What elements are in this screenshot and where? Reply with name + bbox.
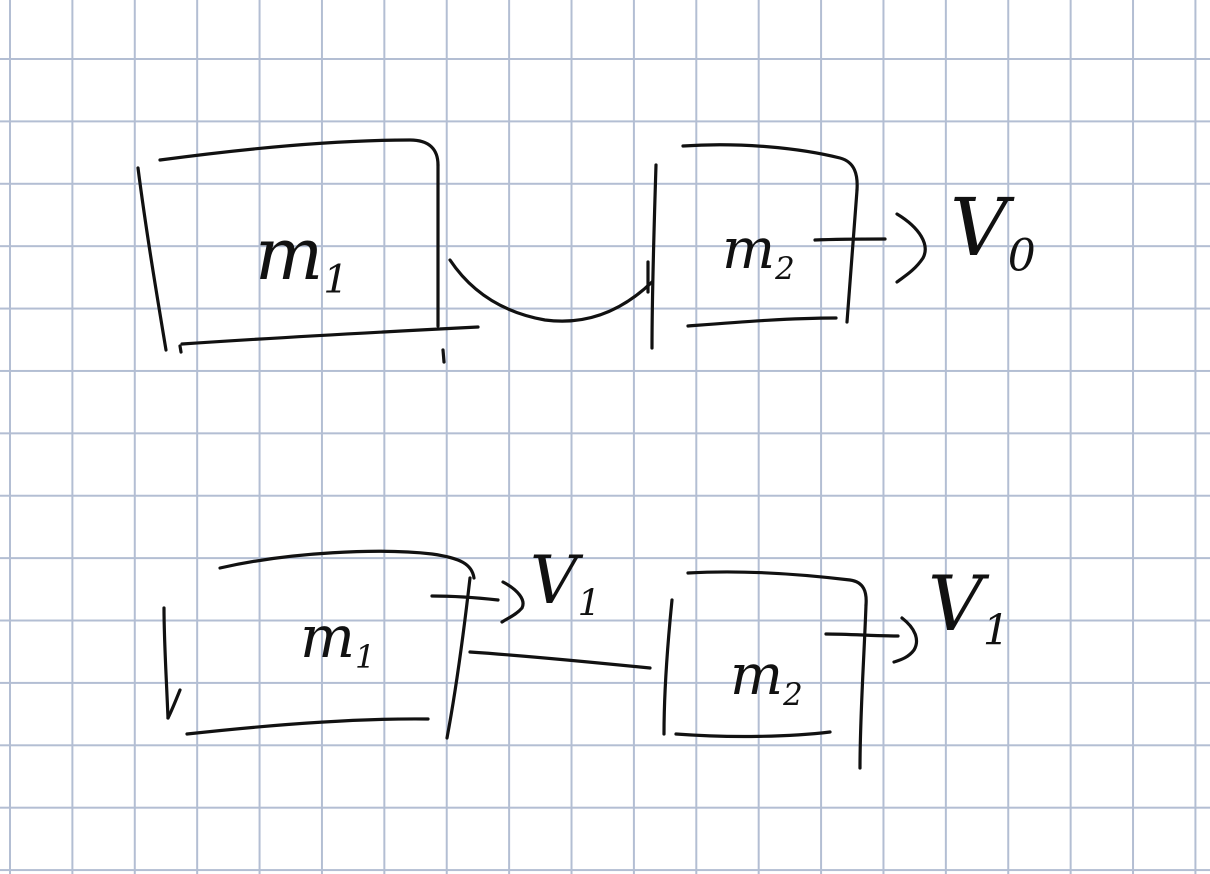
velocity-arrow-v0	[813, 212, 927, 284]
block-m1-bottom	[162, 549, 476, 740]
velocity-arrow-v1-left	[430, 580, 525, 624]
label-m2-bottom: m2	[730, 648, 803, 711]
arrow-head-v1-right	[892, 616, 919, 664]
block-m2-top-left-edge	[650, 163, 658, 350]
block-m1-top-top-edge	[158, 138, 440, 167]
label-m1-bottom-sub: 1	[355, 638, 376, 677]
block-m2-bottom-top-edge	[686, 570, 868, 607]
label-v1-left-name: V	[530, 542, 578, 619]
label-m1-top-name: m	[255, 212, 324, 296]
block-m2-bottom-right-edge	[858, 603, 868, 770]
label-v1-left-sub: 1	[577, 581, 601, 625]
label-v1-left: V1	[530, 548, 601, 622]
block-m2-bottom-bottom-edge	[674, 730, 832, 739]
label-v1-right-name: V	[928, 559, 983, 648]
block-m1-bottom-bottom-edge	[185, 717, 430, 736]
label-m2-bottom-name: m	[730, 643, 784, 708]
string-sagging	[448, 258, 654, 323]
label-m1-bottom-name: m	[300, 603, 355, 671]
label-m1-bottom: m1	[300, 608, 375, 674]
bottom-scene	[162, 549, 919, 770]
block-m2-top-top-edge	[681, 143, 859, 192]
block-m2-bottom-left-edge	[662, 598, 674, 736]
top-scene	[136, 138, 927, 364]
block-m2-top-bottom-edge	[686, 316, 838, 328]
block-m1-bottom-right-edge	[445, 576, 472, 740]
label-m2-bottom-sub: 2	[783, 676, 803, 713]
label-v0-sub: 0	[1007, 230, 1036, 282]
label-m2-top-name: m	[722, 217, 776, 282]
block-m1-bottom-left-tick	[166, 688, 182, 720]
block-m1-top	[136, 138, 480, 364]
block-m1-top-corner-tick	[178, 344, 183, 354]
label-m1-top-sub: 1	[323, 256, 349, 303]
label-v0-name: V	[950, 181, 1008, 274]
block-m1-bottom-left-edge	[162, 606, 170, 720]
label-m2-top-sub: 2	[775, 250, 795, 287]
label-v1-right-sub: 1	[982, 605, 1010, 655]
block-m1-bottom-top-edge	[218, 549, 476, 580]
label-v0: V0	[950, 188, 1036, 278]
label-m1-top: m1	[255, 218, 348, 300]
block-m1-top-tick	[441, 348, 446, 364]
arrow-shaft-v0	[813, 237, 887, 242]
label-m2-top: m2	[722, 222, 795, 285]
label-v1-right: V1	[928, 566, 1009, 652]
string-taut	[468, 650, 652, 670]
block-m1-top-bottom-edge	[180, 325, 480, 346]
arrow-head-v1-left	[500, 580, 525, 624]
arrow-head-v0	[895, 212, 927, 284]
arrow-shaft-v1-left	[430, 594, 500, 602]
block-m2-top-right-edge	[845, 188, 859, 324]
block-m2-top	[646, 143, 859, 350]
block-m2-bottom	[662, 570, 868, 770]
arrow-shaft-v1-right	[824, 632, 900, 638]
velocity-arrow-v1-right	[824, 616, 919, 664]
block-m1-top-left-edge	[136, 166, 168, 352]
